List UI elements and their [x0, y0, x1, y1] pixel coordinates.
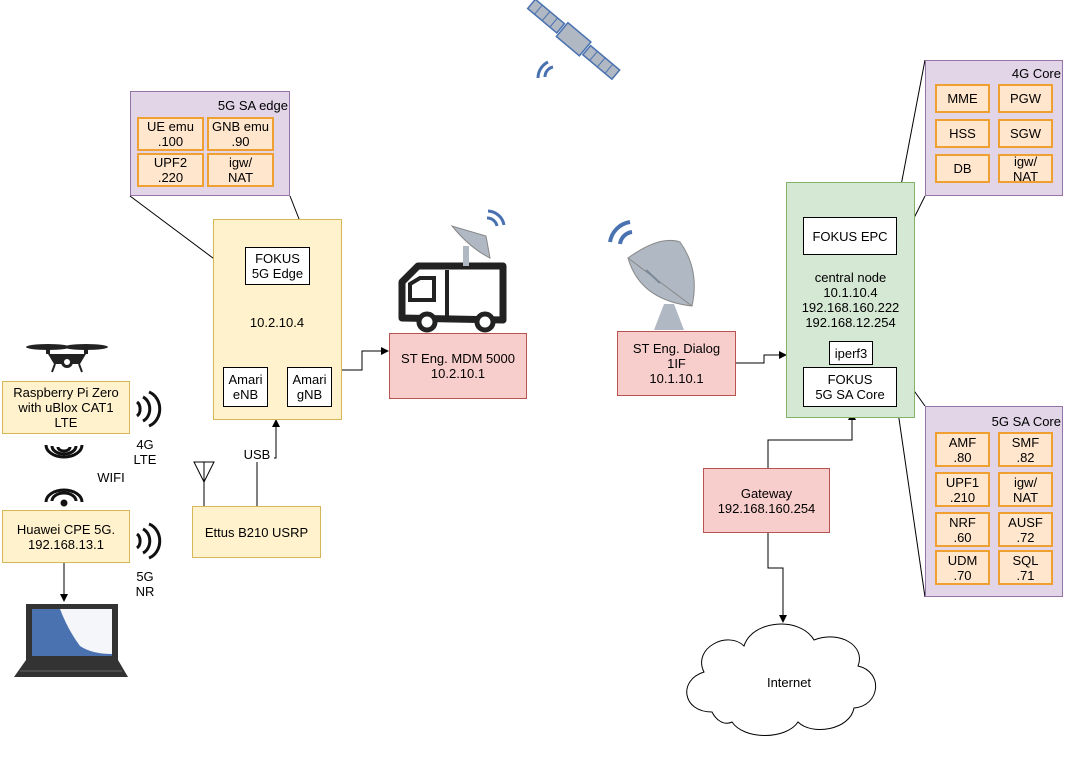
nrf-node[interactable]: NRF.60: [935, 512, 990, 547]
fokus-epc-box[interactable]: FOKUS EPC: [803, 217, 897, 255]
pgw-node[interactable]: PGW: [998, 84, 1053, 113]
gnb-emu-node[interactable]: GNB emu.90: [207, 117, 274, 151]
4g-core-title: 4G Core: [1011, 66, 1061, 81]
amf-node[interactable]: AMF.80: [935, 432, 990, 467]
usrp-to-edge-line: [256, 419, 280, 506]
sql-node[interactable]: SQL.71: [998, 550, 1053, 585]
huawei-cpe-box[interactable]: Huawei CPE 5G.192.168.13.1: [2, 510, 130, 563]
iperf-box[interactable]: iperf3: [829, 341, 873, 365]
5g-igw-nat-node[interactable]: igw/NAT: [998, 472, 1053, 507]
edge-igw-nat-node[interactable]: igw/NAT: [207, 153, 274, 187]
hss-node[interactable]: HSS: [935, 119, 990, 148]
edge-ip-label: 10.2.10.4: [249, 315, 305, 330]
central-node-info: central node 10.1.10.4 192.168.160.222 1…: [801, 270, 900, 330]
gateway-to-core-line: [767, 412, 856, 468]
edge-core-title: 5G SA edge: [217, 98, 288, 113]
db-node[interactable]: DB: [935, 154, 990, 183]
5g-core-title: 5G SA Core: [991, 414, 1061, 429]
udm-node[interactable]: UDM.70: [935, 550, 990, 585]
core-callout-line: [896, 404, 926, 598]
internet-label: Internet: [766, 675, 812, 690]
edge-to-mdm-line: [342, 347, 389, 371]
mme-node[interactable]: MME: [935, 84, 990, 113]
sgw-node[interactable]: SGW: [998, 119, 1053, 148]
wifi-label: WIFI: [97, 470, 125, 485]
4g-igw-nat-node[interactable]: igw/NAT: [998, 154, 1053, 184]
gateway-to-internet-line: [767, 533, 787, 623]
ue-emu-node[interactable]: UE emu.100: [137, 117, 204, 151]
usrp-box[interactable]: Ettus B210 USRP: [192, 506, 321, 558]
smf-node[interactable]: SMF.82: [998, 432, 1053, 467]
dialog-to-central-line: [736, 351, 787, 364]
usb-label: USB: [240, 447, 274, 462]
upf1-node[interactable]: UPF1.210: [935, 472, 990, 507]
ausf-node[interactable]: AUSF.72: [998, 512, 1053, 547]
upf2-node[interactable]: UPF2.220: [137, 153, 204, 187]
